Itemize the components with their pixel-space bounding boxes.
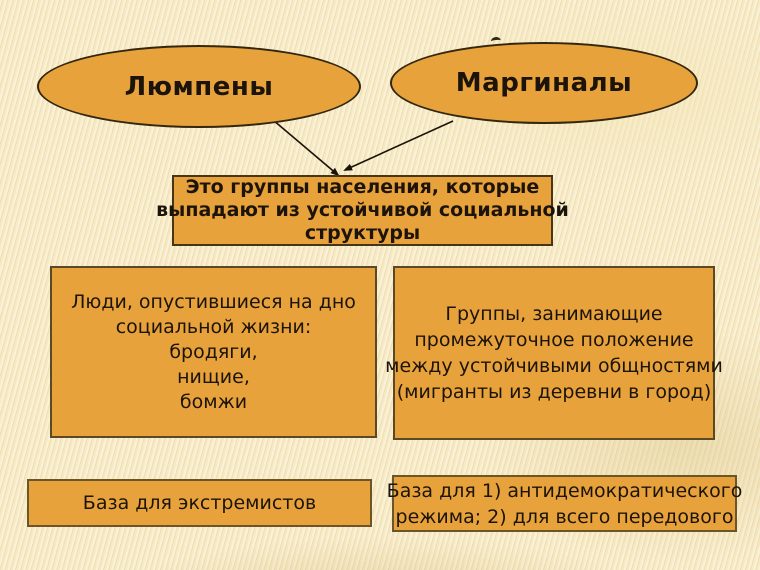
marginals-detail-line: (мигранты из деревни в город)	[396, 381, 712, 403]
arrow-lumpens-to-definition	[272, 119, 340, 177]
marginals-detail-box: Группы, занимающие промежуточное положен…	[385, 266, 723, 440]
extremists-base-line: База для экстремистов	[82, 492, 317, 514]
node-lumpens: Люмпены	[37, 45, 361, 128]
lumpens-detail-box: Люди, опустившиеся на дно социальной жиз…	[50, 266, 377, 438]
definition-line: структуры	[304, 222, 421, 244]
regime-base-line: режима; 2) для всего передового	[395, 505, 734, 528]
lumpens-detail-line: нищие,	[177, 365, 250, 388]
extremists-base-box: База для экстремистов	[27, 479, 372, 527]
definition-box: Это группы населения, которые выпадают и…	[156, 175, 569, 246]
lumpens-detail-line: бомжи	[179, 390, 248, 413]
regime-base-line: База для 1) антидемократического	[386, 479, 743, 502]
definition-line: Это группы населения, которые	[185, 176, 540, 198]
definition-line: выпадают из устойчивой социальной	[156, 199, 569, 221]
arrow-marginals-to-definition	[343, 120, 454, 171]
lumpens-detail-line: социальной жизни:	[115, 315, 312, 338]
regime-base-box: База для 1) антидемократического режима;…	[387, 475, 742, 532]
node-marginals-label: Маргиналы	[455, 68, 633, 98]
marginals-detail-line: Группы, занимающие	[445, 303, 663, 325]
marginals-detail-line: промежуточное положение	[414, 329, 694, 351]
marginals-detail-line: между устойчивыми общностями	[385, 355, 723, 377]
node-marginals: Маргиналы	[390, 42, 698, 124]
lumpens-detail-line: Люди, опустившиеся на дно	[71, 290, 356, 313]
node-lumpens-label: Люмпены	[124, 71, 274, 102]
lumpens-detail-line: бродяги,	[169, 340, 258, 363]
